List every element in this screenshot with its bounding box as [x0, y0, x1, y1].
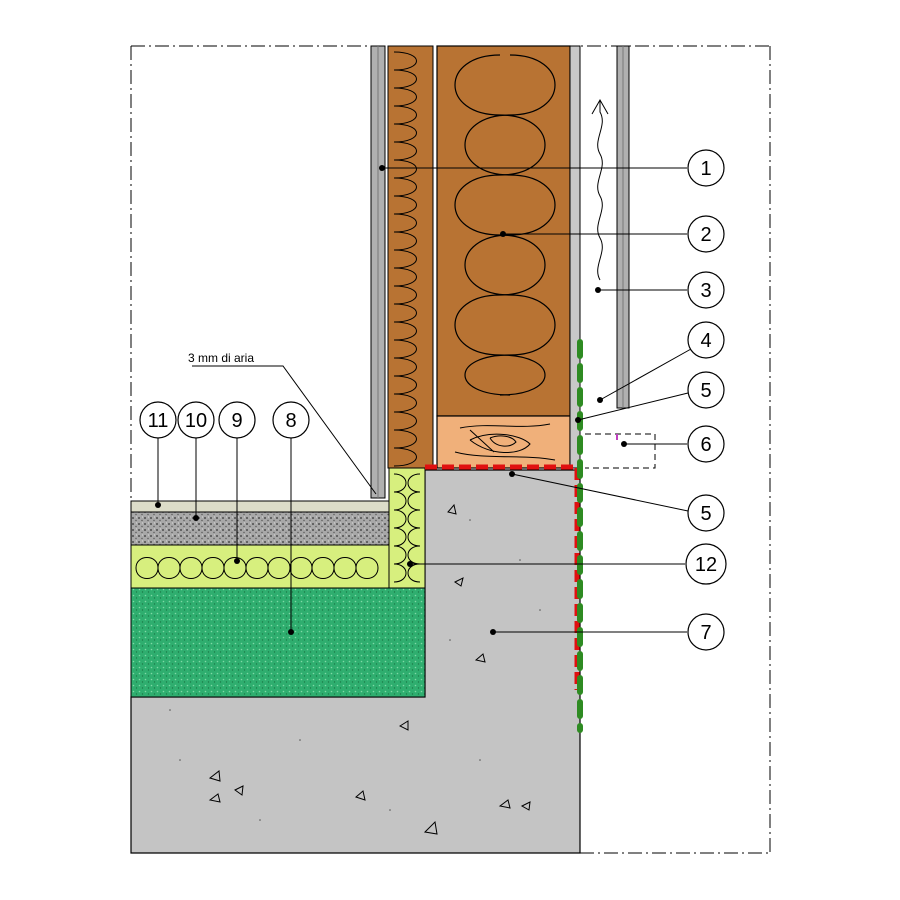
svg-text:8: 8	[285, 410, 296, 432]
callout-10: 10	[177, 401, 215, 439]
screed-layer	[130, 587, 426, 698]
svg-text:11: 11	[148, 410, 169, 432]
ventilation-airflow	[597, 100, 603, 281]
leader-lines	[157, 167, 692, 633]
svg-text:3: 3	[700, 280, 711, 302]
callout-2: 2	[687, 215, 725, 253]
insect-screen	[585, 433, 656, 469]
svg-text:5: 5	[700, 380, 711, 402]
gravel-layer	[130, 511, 390, 546]
callout-9: 9	[218, 401, 256, 439]
svg-text:2: 2	[700, 224, 711, 246]
main-insulation	[436, 45, 571, 417]
callout-5b: 5	[687, 494, 725, 532]
floor-insulation-layer	[130, 544, 390, 589]
callout-8: 8	[272, 401, 310, 439]
callout-6: 6	[687, 425, 725, 463]
concrete-aggregate-marks	[208, 503, 531, 835]
concrete-dots	[169, 519, 541, 821]
callout-5a: 5	[687, 371, 725, 409]
svg-text:12: 12	[695, 554, 717, 576]
callout-11: 11	[139, 401, 177, 439]
floor-finish-layer	[130, 500, 390, 513]
svg-text:1: 1	[700, 158, 711, 180]
air-gap-note: 3 mm di aria	[188, 351, 377, 495]
svg-text:7: 7	[700, 622, 711, 644]
svg-text:4: 4	[700, 330, 711, 352]
timber-sill	[436, 415, 571, 469]
floor-insulation-loops	[135, 557, 379, 579]
sill-grain	[454, 423, 556, 461]
leader-dots	[155, 165, 627, 635]
interior-insulation	[387, 45, 434, 469]
callout-3: 3	[687, 271, 725, 309]
callout-1: 1	[687, 149, 725, 187]
callout-12: 12	[685, 543, 727, 585]
svg-text:6: 6	[700, 434, 711, 456]
air-gap-note-text: 3 mm di aria	[188, 351, 254, 365]
callout-4: 4	[687, 321, 725, 359]
callout-7: 7	[687, 613, 725, 651]
svg-text:5: 5	[700, 503, 711, 525]
svg-text:10: 10	[185, 410, 207, 432]
svg-text:9: 9	[231, 410, 242, 432]
